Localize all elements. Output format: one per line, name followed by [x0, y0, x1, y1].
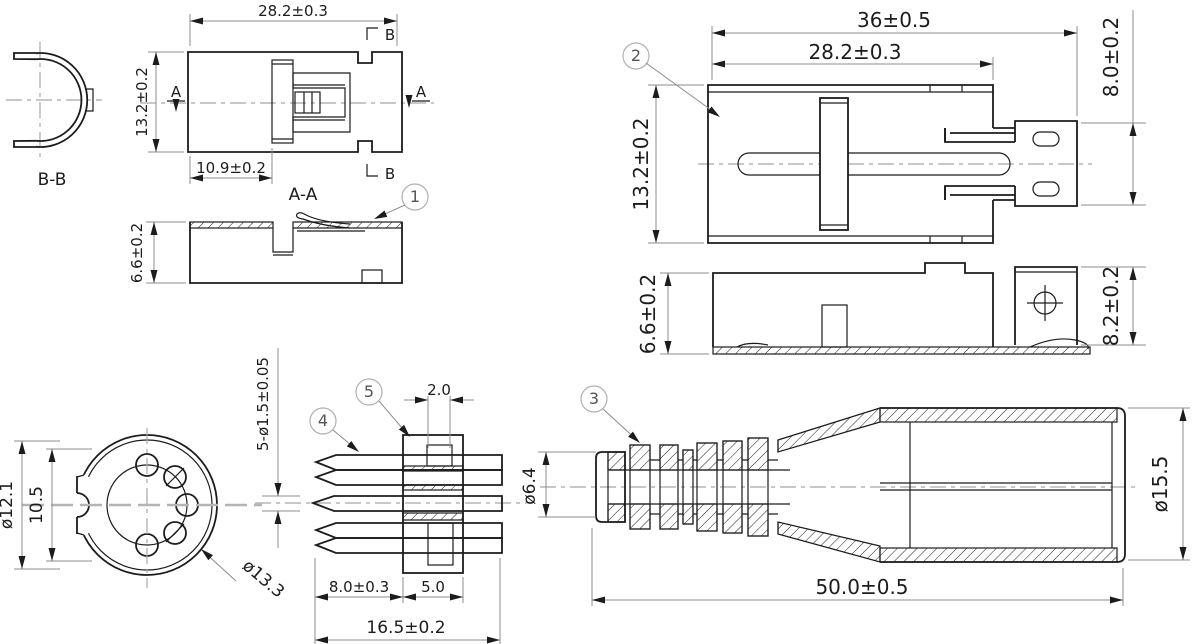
dim-pin-notch: 2.0 — [427, 381, 451, 399]
dim-shield-tab: 8.0±0.2 — [1099, 17, 1123, 97]
dim-pins-spec: 5-ø1.5±0.05 — [254, 357, 272, 451]
view-bb-section: B-B — [6, 42, 102, 190]
dim-pin-block: 5.0 — [421, 578, 445, 596]
balloon-2: 2 — [631, 46, 641, 65]
dim-face-shell-dia: ø12.1 — [0, 481, 17, 529]
section-b-bottom-label: B — [385, 165, 395, 183]
balloon-3: 3 — [589, 389, 599, 408]
dim-face-inner: 10.5 — [27, 486, 47, 524]
dim-shield-height: 13.2±0.2 — [629, 117, 653, 210]
view-shield-side: 6.6±0.2 8.2±0.2 — [636, 262, 1146, 355]
view-pins: 4 5 2.0 5-ø1.5±0.05 8.0±0.3 5. — [254, 348, 530, 644]
bb-section-label: B-B — [38, 170, 67, 190]
dim-boot-length: 50.0±0.5 — [815, 575, 908, 599]
dim-pin-total: 16.5±0.2 — [366, 618, 445, 638]
dim-face-flange-dia: ø13.3 — [238, 556, 288, 602]
view-aa-section: A-A 6.6±0.2 1 — [128, 183, 429, 284]
dim-shield-total: 36±0.5 — [857, 8, 931, 32]
dim-shell-top-inner: 10.9±0.2 — [196, 159, 266, 177]
section-a-left-label: A — [171, 83, 182, 101]
dim-shield-side-height: 6.6±0.2 — [636, 274, 660, 354]
balloon-5: 5 — [364, 382, 374, 401]
section-a-right-label: A — [416, 83, 427, 101]
dim-pin-exposed: 8.0±0.3 — [329, 578, 389, 596]
aa-section-label: A-A — [289, 185, 318, 205]
balloon-4: 4 — [318, 411, 328, 430]
view-boot: 3 ø6.4 ø15.5 50.0±0.5 — [520, 385, 1190, 606]
dim-shell-side-height: 6.6±0.2 — [128, 223, 146, 283]
dim-boot-dia: ø15.5 — [1148, 456, 1172, 513]
dim-boot-entry: ø6.4 — [520, 467, 540, 504]
section-b-top-label: B — [385, 26, 395, 44]
view-shield-top: 36±0.5 28.2±0.3 13.2±0.2 8.0±0.2 2 — [622, 8, 1146, 244]
boot-ribs — [608, 437, 790, 537]
view-shell-top: A A B B 28.2±0.3 13.2±0.2 10.9±0.2 — [133, 2, 434, 184]
dim-shell-top-width: 28.2±0.3 — [258, 2, 328, 20]
dim-shield-width: 28.2±0.3 — [808, 40, 901, 64]
view-face: ø12.1 10.5 ø13.3 — [0, 428, 288, 602]
balloon-1: 1 — [410, 187, 420, 206]
dim-shell-top-height: 13.2±0.2 — [133, 67, 151, 137]
dim-shield-side-tab: 8.2±0.2 — [1099, 266, 1123, 346]
